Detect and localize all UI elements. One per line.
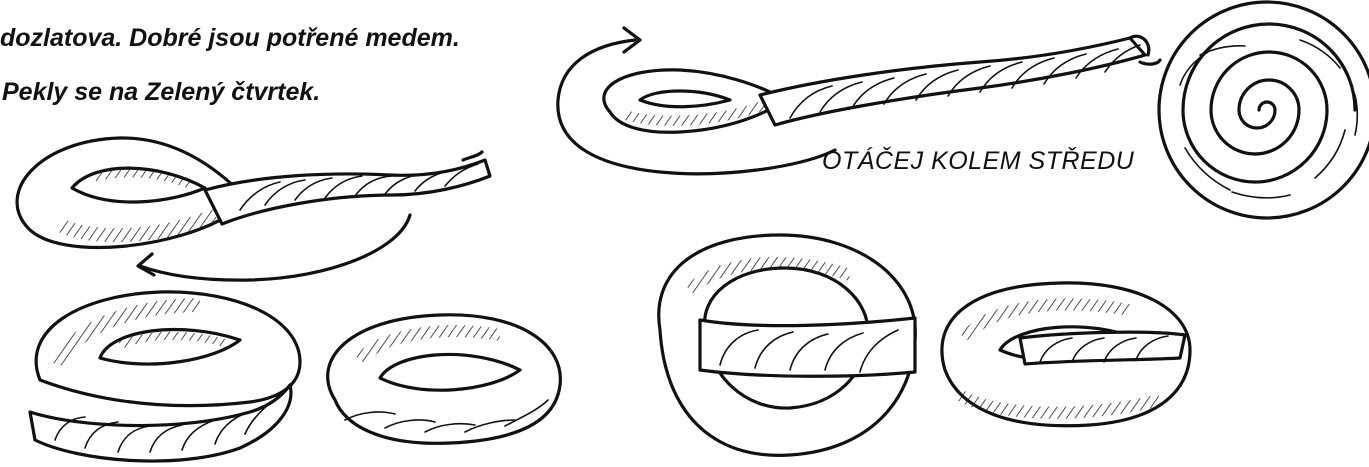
spiral-coiled-dough-icon (1159, 2, 1369, 218)
dough-ring-with-twist-icon (30, 292, 300, 461)
folded-dough-ring-icon (328, 315, 561, 443)
folded-dough-ring-right-icon (942, 283, 1190, 426)
twisted-dough-loop-icon (17, 138, 490, 248)
dough-ring-crossed-icon (659, 235, 916, 455)
twisted-dough-loop-top-icon (604, 36, 1160, 132)
